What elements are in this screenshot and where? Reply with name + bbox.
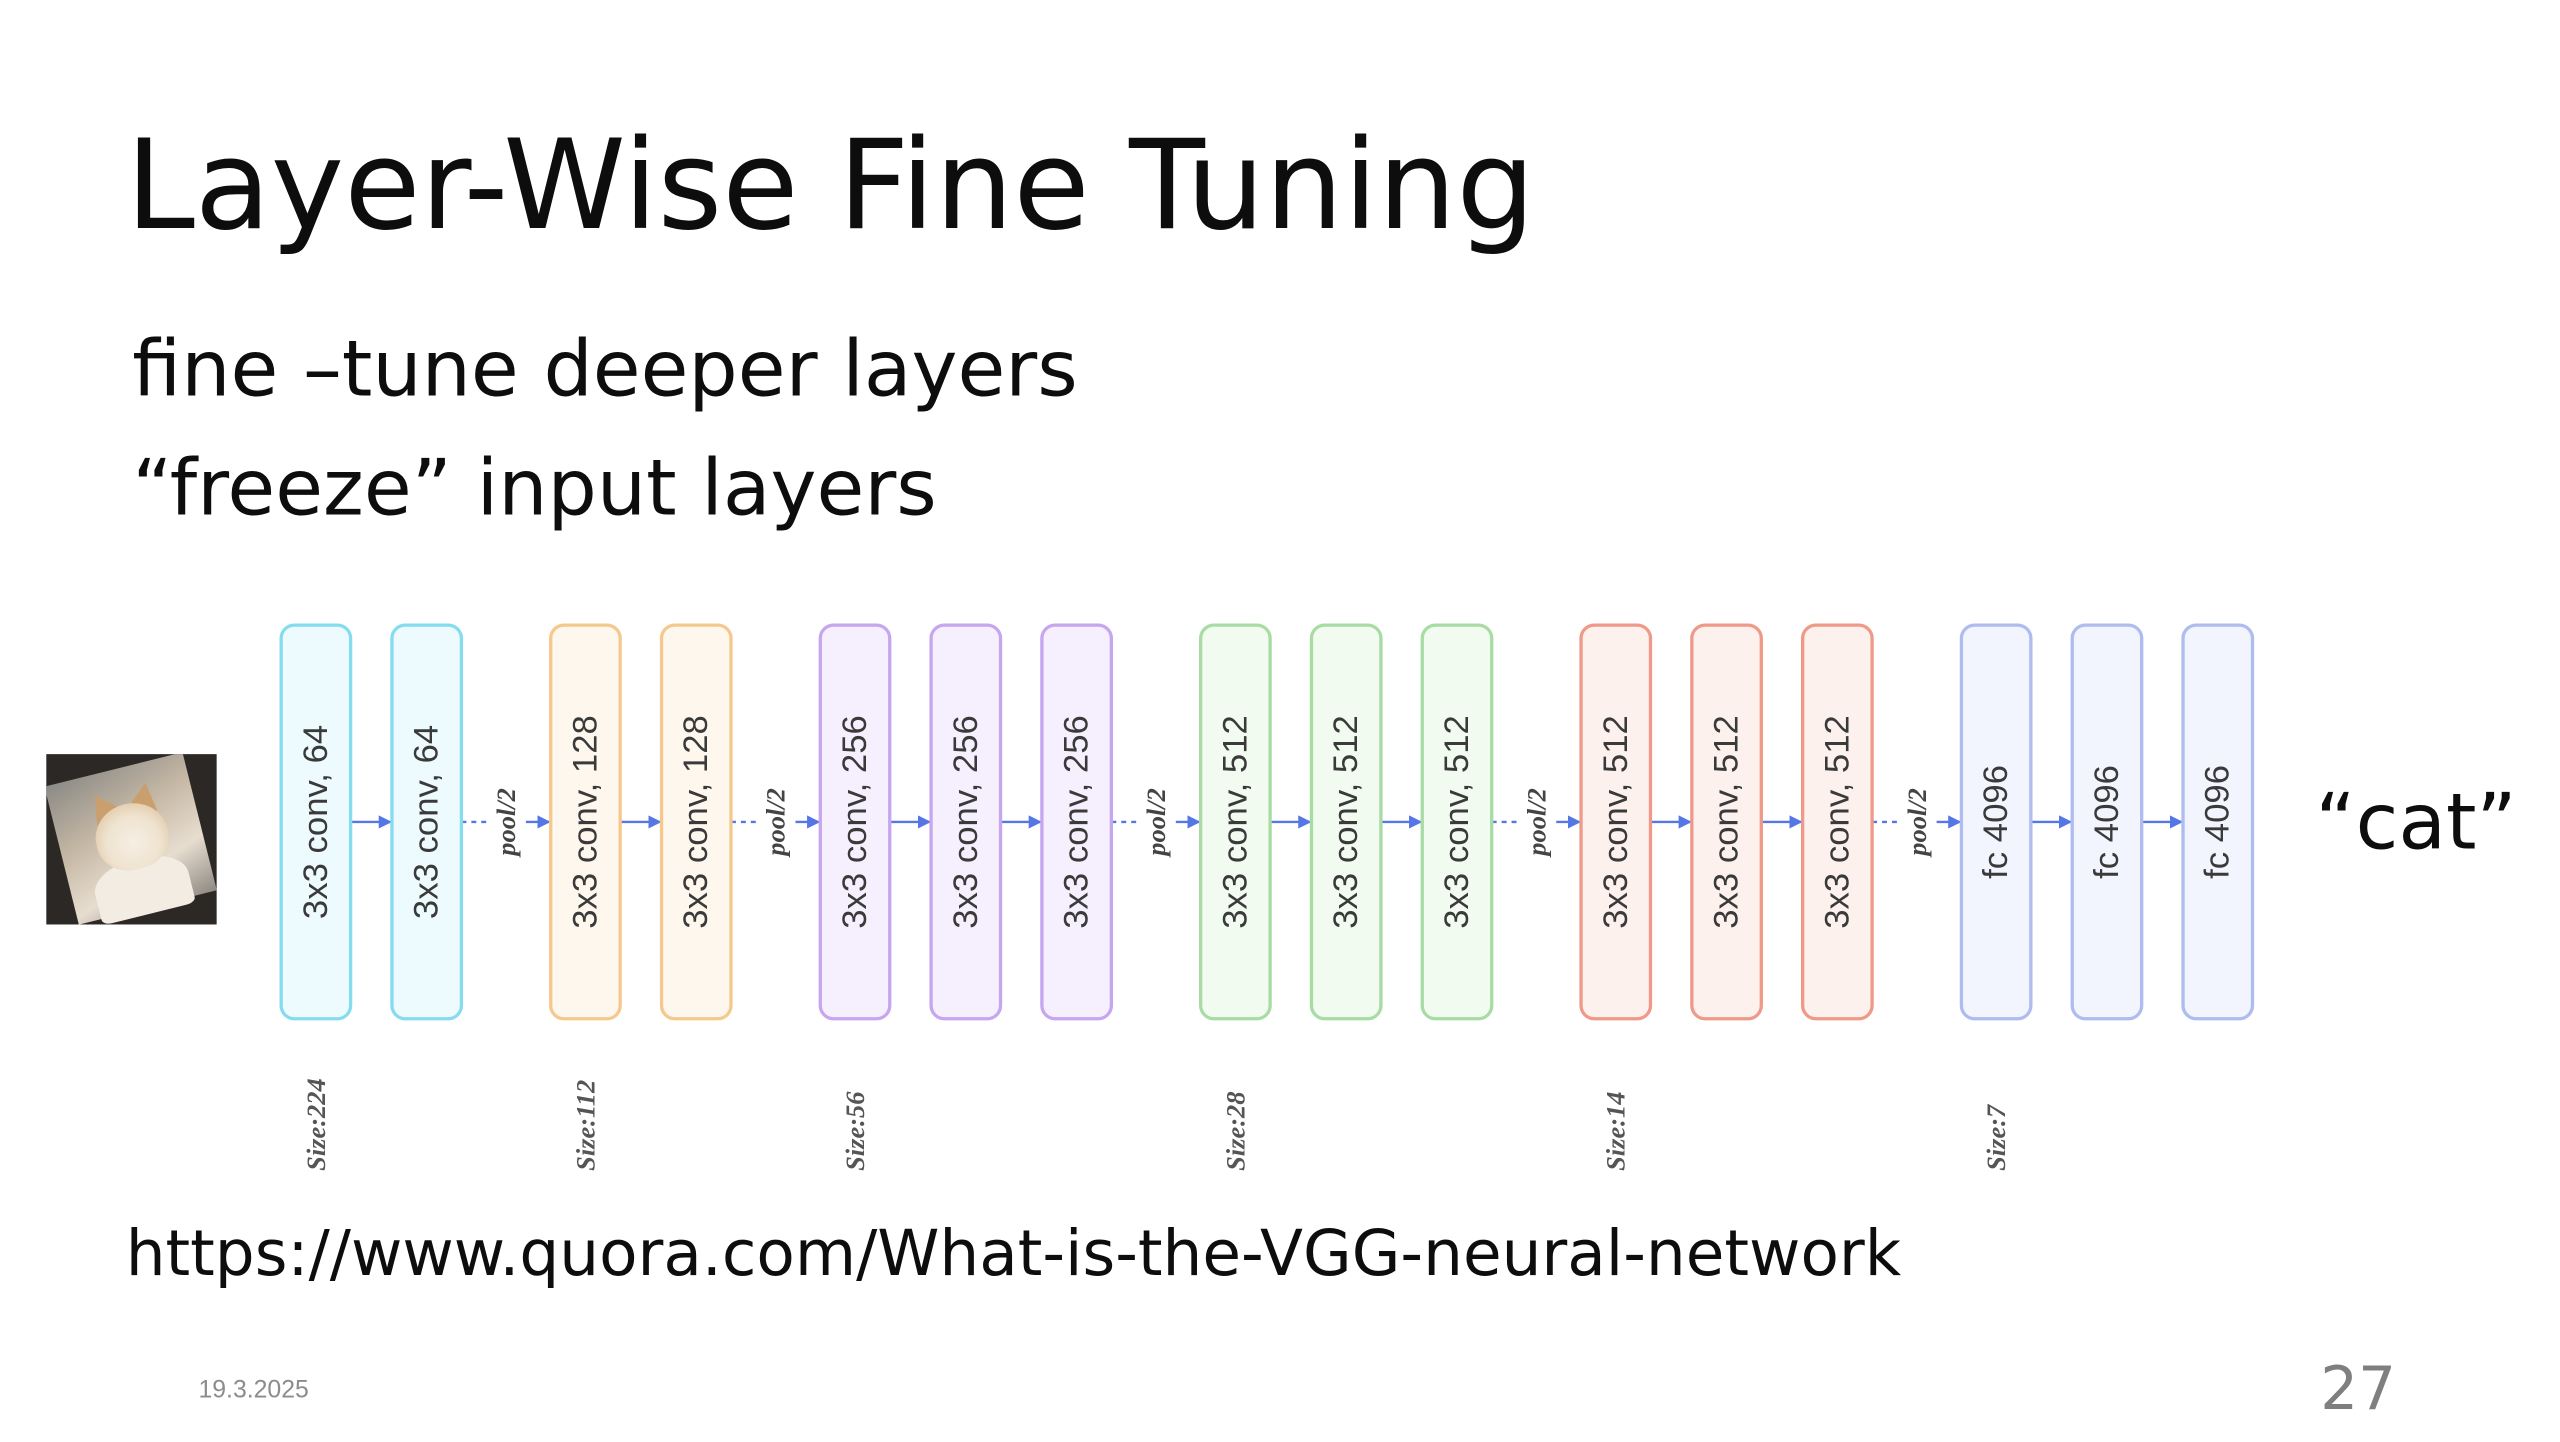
- pool-label: pool/2: [1902, 788, 1932, 858]
- layer-label: 3x3 conv, 512: [1818, 715, 1856, 929]
- size-label: Size:28: [1220, 1092, 1250, 1171]
- layer-label: fc 4096: [2199, 765, 2237, 879]
- pool-label: pool/2: [1521, 788, 1551, 858]
- page-number: 27: [2320, 1356, 2396, 1424]
- size-label: Size:112: [570, 1080, 600, 1171]
- layer-box: 3x3 conv, 64: [392, 625, 461, 1019]
- pool-connection: pool/2: [1492, 788, 1580, 858]
- layer-label: 3x3 conv, 128: [677, 715, 715, 929]
- layer-box: 3x3 conv, 512: [1201, 625, 1270, 1019]
- layer-box: 3x3 conv, 256: [820, 625, 889, 1019]
- pool-connection: pool/2: [1111, 788, 1199, 858]
- layer-label: 3x3 conv, 64: [297, 725, 335, 919]
- layer-box: 3x3 conv, 512: [1422, 625, 1491, 1019]
- layer-box: 3x3 conv, 512: [1311, 625, 1380, 1019]
- layer-label: fc 4096: [2088, 765, 2126, 879]
- layer-label: 3x3 conv, 512: [1708, 715, 1746, 929]
- layer-box: 3x3 conv, 256: [1042, 625, 1111, 1019]
- pool-connection: pool/2: [461, 788, 549, 858]
- layer-label: 3x3 conv, 512: [1216, 715, 1254, 929]
- layer-box: 3x3 conv, 512: [1803, 625, 1872, 1019]
- slide-date: 19.3.2025: [198, 1376, 308, 1404]
- pool-label: pool/2: [1141, 788, 1171, 858]
- layer-label: 3x3 conv, 512: [1597, 715, 1635, 929]
- output-label-cat: “cat”: [2315, 777, 2516, 868]
- layer-box: fc 4096: [2072, 625, 2141, 1019]
- pool-label: pool/2: [491, 788, 521, 858]
- layer-box: 3x3 conv, 128: [551, 625, 620, 1019]
- layer-label: 3x3 conv, 64: [408, 725, 446, 919]
- layer-label: 3x3 conv, 128: [566, 715, 604, 929]
- layer-box: 3x3 conv, 512: [1581, 625, 1650, 1019]
- layer-box: 3x3 conv, 64: [281, 625, 350, 1019]
- pool-label: pool/2: [761, 788, 791, 858]
- layer-box: 3x3 conv, 512: [1692, 625, 1761, 1019]
- layer-label: 3x3 conv, 256: [836, 715, 874, 929]
- size-label: Size:224: [301, 1078, 331, 1171]
- layer-box: 3x3 conv, 256: [931, 625, 1000, 1019]
- size-label: Size:7: [1981, 1103, 2011, 1171]
- size-label: Size:56: [840, 1091, 870, 1171]
- size-label: Size:14: [1601, 1092, 1631, 1171]
- layer-label: 3x3 conv, 512: [1327, 715, 1365, 929]
- pool-connection: pool/2: [1872, 788, 1960, 858]
- layer-label: fc 4096: [1977, 765, 2015, 879]
- layer-label: 3x3 conv, 256: [1058, 715, 1096, 929]
- source-url: https://www.quora.com/What-is-the-VGG-ne…: [126, 1217, 1901, 1290]
- pool-connection: pool/2: [731, 788, 819, 858]
- layer-box: 3x3 conv, 128: [662, 625, 731, 1019]
- layer-box: fc 4096: [1961, 625, 2030, 1019]
- layer-label: 3x3 conv, 256: [947, 715, 985, 929]
- layer-label: 3x3 conv, 512: [1438, 715, 1476, 929]
- layer-box: fc 4096: [2183, 625, 2252, 1019]
